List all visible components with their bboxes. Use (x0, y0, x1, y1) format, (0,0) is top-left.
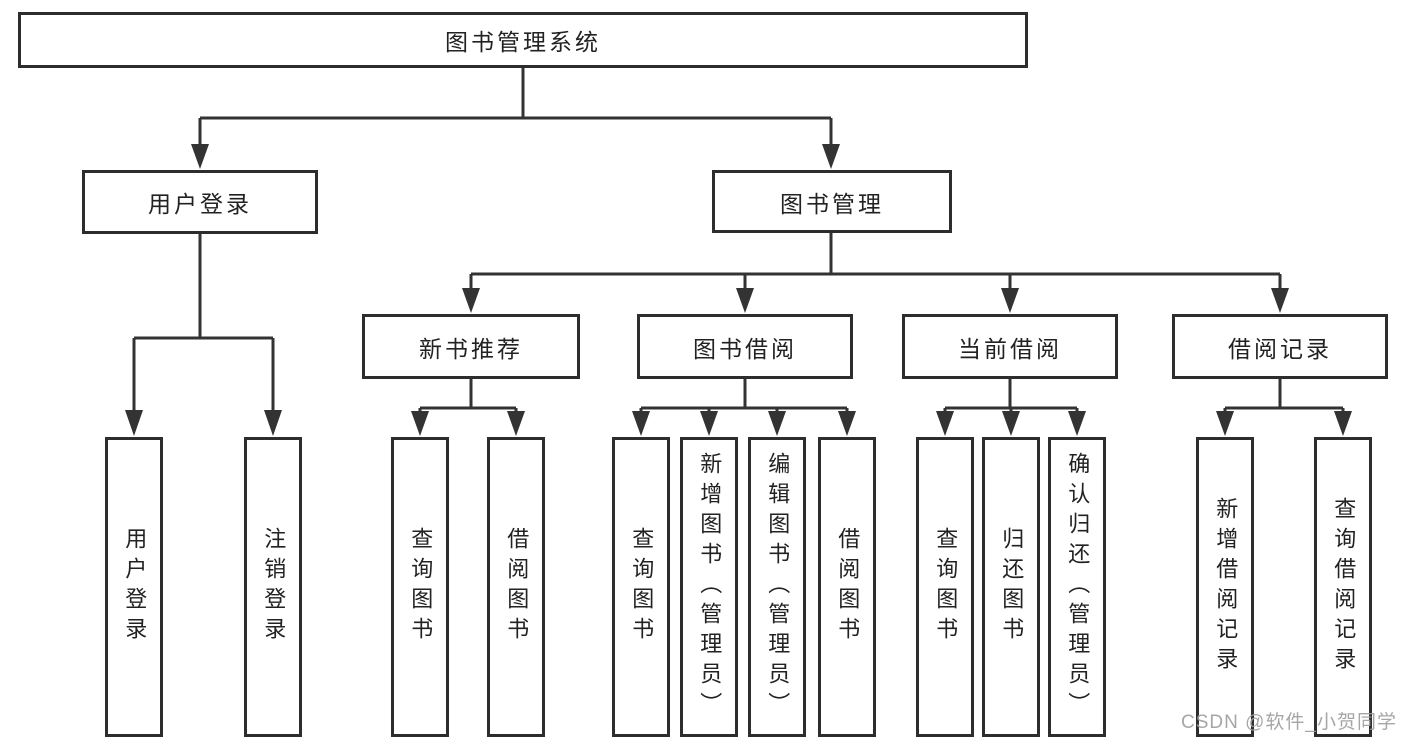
connector-book-mgmt-to-level3 (462, 231, 1289, 313)
leaf-label-bookborrow-add-books-admin: 新增图书（管理员） (697, 452, 723, 722)
leaf-bookborrow-borrow-books: 借阅图书 (818, 437, 876, 737)
leaf-records-add-borrow-record: 新增借阅记录 (1196, 437, 1254, 737)
node-label-new-book-recommend: 新书推荐 (419, 335, 523, 362)
leaf-label-newbook-borrow-books: 借阅图书 (504, 527, 530, 647)
node-label-book-borrowing: 图书借阅 (693, 335, 797, 362)
connector-new-book-to-leaves (411, 377, 525, 436)
leaf-logout-login: 注销登录 (244, 437, 302, 737)
leaf-label-bookborrow-borrow-books: 借阅图书 (835, 527, 861, 647)
node-label-book-management: 图书管理 (780, 190, 884, 217)
connector-user-login-to-leaves (125, 232, 282, 436)
leaf-label-logout-login: 注销登录 (261, 527, 287, 647)
leaf-label-newbook-query-books: 查询图书 (408, 527, 434, 647)
leaf-currentborrow-query-books: 查询图书 (916, 437, 974, 737)
node-book-management: 图书管理 (712, 170, 952, 233)
node-label-current-borrowing: 当前借阅 (958, 335, 1062, 362)
leaf-label-bookborrow-query-books: 查询图书 (629, 527, 655, 647)
connector-book-borrow-to-leaves (632, 377, 856, 436)
leaf-user-login: 用户登录 (105, 437, 163, 737)
node-label-root: 图书管理系统 (445, 29, 601, 55)
leaf-label-records-add-borrow-record: 新增借阅记录 (1213, 497, 1239, 677)
leaf-label-bookborrow-edit-books-admin: 编辑图书（管理员） (765, 452, 791, 722)
leaf-currentborrow-confirm-return-admin: 确认归还（管理员） (1048, 437, 1106, 737)
leaf-label-records-query-borrow-record: 查询借阅记录 (1331, 497, 1357, 677)
node-label-user-login: 用户登录 (148, 191, 252, 217)
connector-borrow-records-to-leaves (1216, 377, 1352, 436)
node-user-login: 用户登录 (82, 170, 318, 234)
leaf-label-user-login: 用户登录 (122, 527, 148, 647)
node-current-borrowing: 当前借阅 (902, 314, 1118, 379)
leaf-newbook-borrow-books: 借阅图书 (487, 437, 545, 737)
leaf-label-currentborrow-query-books: 查询图书 (933, 527, 959, 647)
node-new-book-recommend: 新书推荐 (362, 314, 580, 379)
node-library-management-system: 图书管理系统 (18, 12, 1028, 68)
leaf-currentborrow-return-books: 归还图书 (982, 437, 1040, 737)
connector-root-to-level2 (191, 66, 840, 169)
leaf-bookborrow-edit-books-admin: 编辑图书（管理员） (748, 437, 806, 737)
connector-current-borrow-to-leaves (936, 377, 1086, 436)
node-label-borrowing-records: 借阅记录 (1228, 335, 1332, 362)
csdn-watermark: CSDN @软件_小贺同学 (1181, 712, 1397, 733)
leaf-bookborrow-add-books-admin: 新增图书（管理员） (680, 437, 738, 737)
leaf-bookborrow-query-books: 查询图书 (612, 437, 670, 737)
leaf-label-currentborrow-return-books: 归还图书 (999, 527, 1025, 647)
node-borrowing-records: 借阅记录 (1172, 314, 1388, 379)
node-book-borrowing: 图书借阅 (637, 314, 853, 379)
leaf-label-currentborrow-confirm-return-admin: 确认归还（管理员） (1065, 452, 1091, 722)
leaf-newbook-query-books: 查询图书 (391, 437, 449, 737)
leaf-records-query-borrow-record: 查询借阅记录 (1314, 437, 1372, 737)
